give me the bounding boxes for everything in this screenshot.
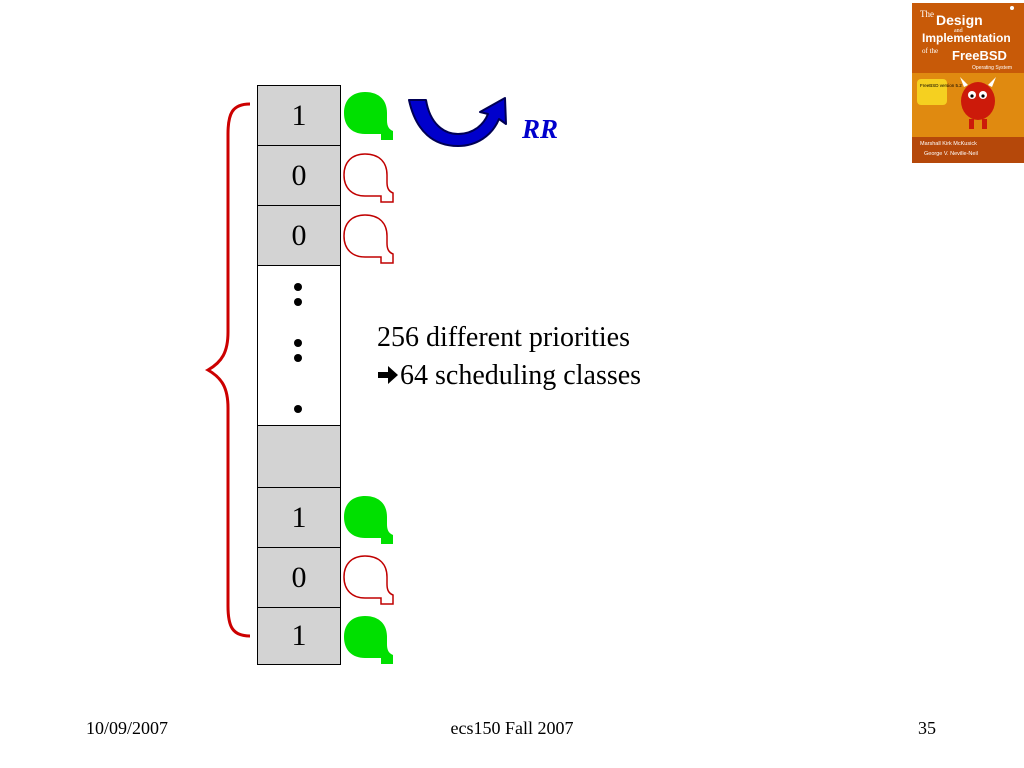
book-title-line: Implementation [922,31,1011,45]
priority-bit-cell [257,425,341,488]
queue-head-icon [343,214,394,264]
queue-head-icon [343,153,394,203]
right-arrow-icon [378,366,398,384]
rr-label: RR [522,114,559,144]
queue-head-icon [344,616,393,664]
priority-bit-cell: 0 [257,145,341,206]
note-line-2: 64 scheduling classes [377,357,641,395]
book-title-line: FreeBSD [952,48,1007,63]
queue-head-icon [344,92,393,140]
book-title-line: Operating System [972,65,1012,71]
book-badge: FreeBSD version 5.2 [920,83,962,88]
note-line-1: 256 different priorities [377,322,630,353]
ellipsis-dot [294,283,302,291]
queue-head-icon [343,555,394,605]
curly-brace-icon [204,102,251,638]
note-line-2-text: 64 scheduling classes [400,360,642,391]
book-cover-image: The Design and Implementation of the Fre… [912,3,1024,163]
priorities-note: 256 different priorities 64 scheduling c… [377,319,641,395]
book-title-line: Design [936,12,983,28]
book-title-line: and [954,28,963,34]
priority-bit-cell: 0 [257,205,341,266]
priority-bit-cell: 1 [257,85,341,146]
book-author: George V. Neville-Neil [924,151,978,157]
footer-course: ecs150 Fall 2007 [450,718,574,738]
book-title-line: of the [922,47,938,55]
footer-date: 10/09/2007 [86,718,169,738]
priority-bit-cell: 1 [257,487,341,548]
priority-bit-cell: 1 [257,607,341,665]
book-title-line: The [920,9,934,19]
ellipsis-dot [294,405,302,413]
queue-head-icon [344,496,393,544]
ellipsis-dot [294,354,302,362]
footer-page-number: 35 [918,718,936,738]
ellipsis-dot [294,298,302,306]
priority-bit-cell: 0 [257,547,341,608]
book-author: Marshall Kirk McKusick [920,141,977,147]
ellipsis-dot [294,339,302,347]
curved-arrow-icon [408,97,507,147]
